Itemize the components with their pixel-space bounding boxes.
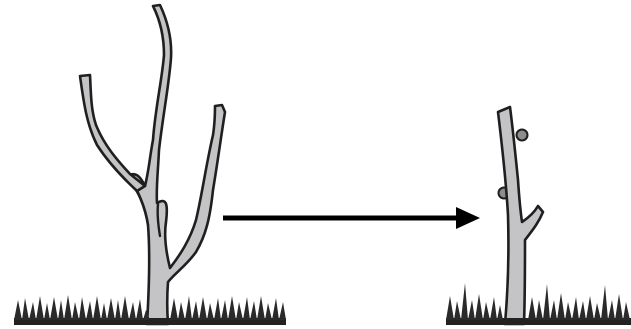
arrow-head-icon [456,207,480,229]
stump-after-pruning [498,107,543,324]
tree-before-pruning [80,5,225,324]
tree-trunk [129,5,225,324]
bud-upper [517,130,528,141]
transition-arrow [223,207,480,229]
grass-right [446,283,631,325]
